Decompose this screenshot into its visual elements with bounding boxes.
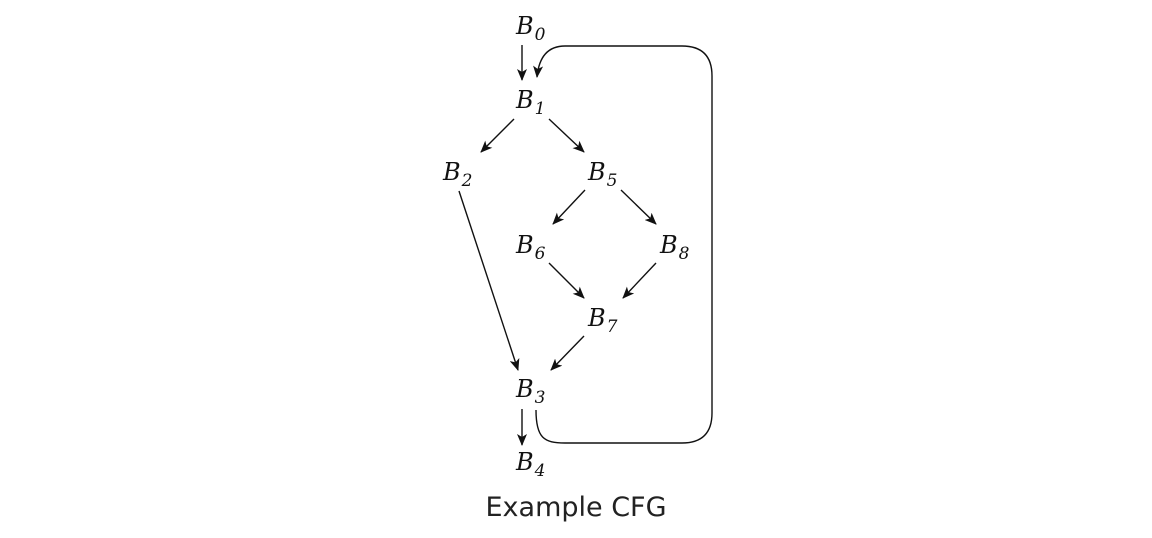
edge-b3-b1 <box>533 45 713 444</box>
node-b0: B0 <box>516 12 545 44</box>
node-base-label: B <box>516 86 534 114</box>
node-subscript: 3 <box>534 388 546 408</box>
edge-b5-b8 <box>620 189 657 225</box>
edge-b2-b3 <box>458 190 520 371</box>
node-base-label: B <box>588 158 606 186</box>
node-subscript: 4 <box>534 461 546 481</box>
node-b2: B2 <box>443 158 472 190</box>
edge-b5-b6 <box>552 189 586 225</box>
node-base-label: B <box>443 158 461 186</box>
node-subscript: 2 <box>461 171 473 191</box>
node-b7: B7 <box>588 304 617 336</box>
node-b4: B4 <box>516 448 545 480</box>
edge-b1-b5 <box>548 118 585 153</box>
node-base-label: B <box>516 448 534 476</box>
node-base-label: B <box>660 231 678 259</box>
node-subscript: 6 <box>534 244 546 264</box>
edge-b1-b2 <box>480 118 515 153</box>
node-subscript: 1 <box>534 99 546 119</box>
node-base-label: B <box>516 12 534 40</box>
node-subscript: 0 <box>534 25 546 45</box>
node-base-label: B <box>516 231 534 259</box>
figure-caption: Example CFG <box>485 492 667 523</box>
edge-b8-b7 <box>622 262 657 299</box>
node-base-label: B <box>588 304 606 332</box>
node-subscript: 8 <box>678 244 690 264</box>
node-subscript: 7 <box>606 317 618 337</box>
node-base-label: B <box>516 375 534 403</box>
node-b8: B8 <box>660 231 689 263</box>
node-b3: B3 <box>516 375 545 407</box>
node-b5: B5 <box>588 158 617 190</box>
edge-b6-b7 <box>548 262 585 299</box>
edge-b7-b3 <box>550 335 585 371</box>
node-subscript: 5 <box>606 171 618 191</box>
node-b1: B1 <box>516 86 545 118</box>
node-b6: B6 <box>516 231 545 263</box>
